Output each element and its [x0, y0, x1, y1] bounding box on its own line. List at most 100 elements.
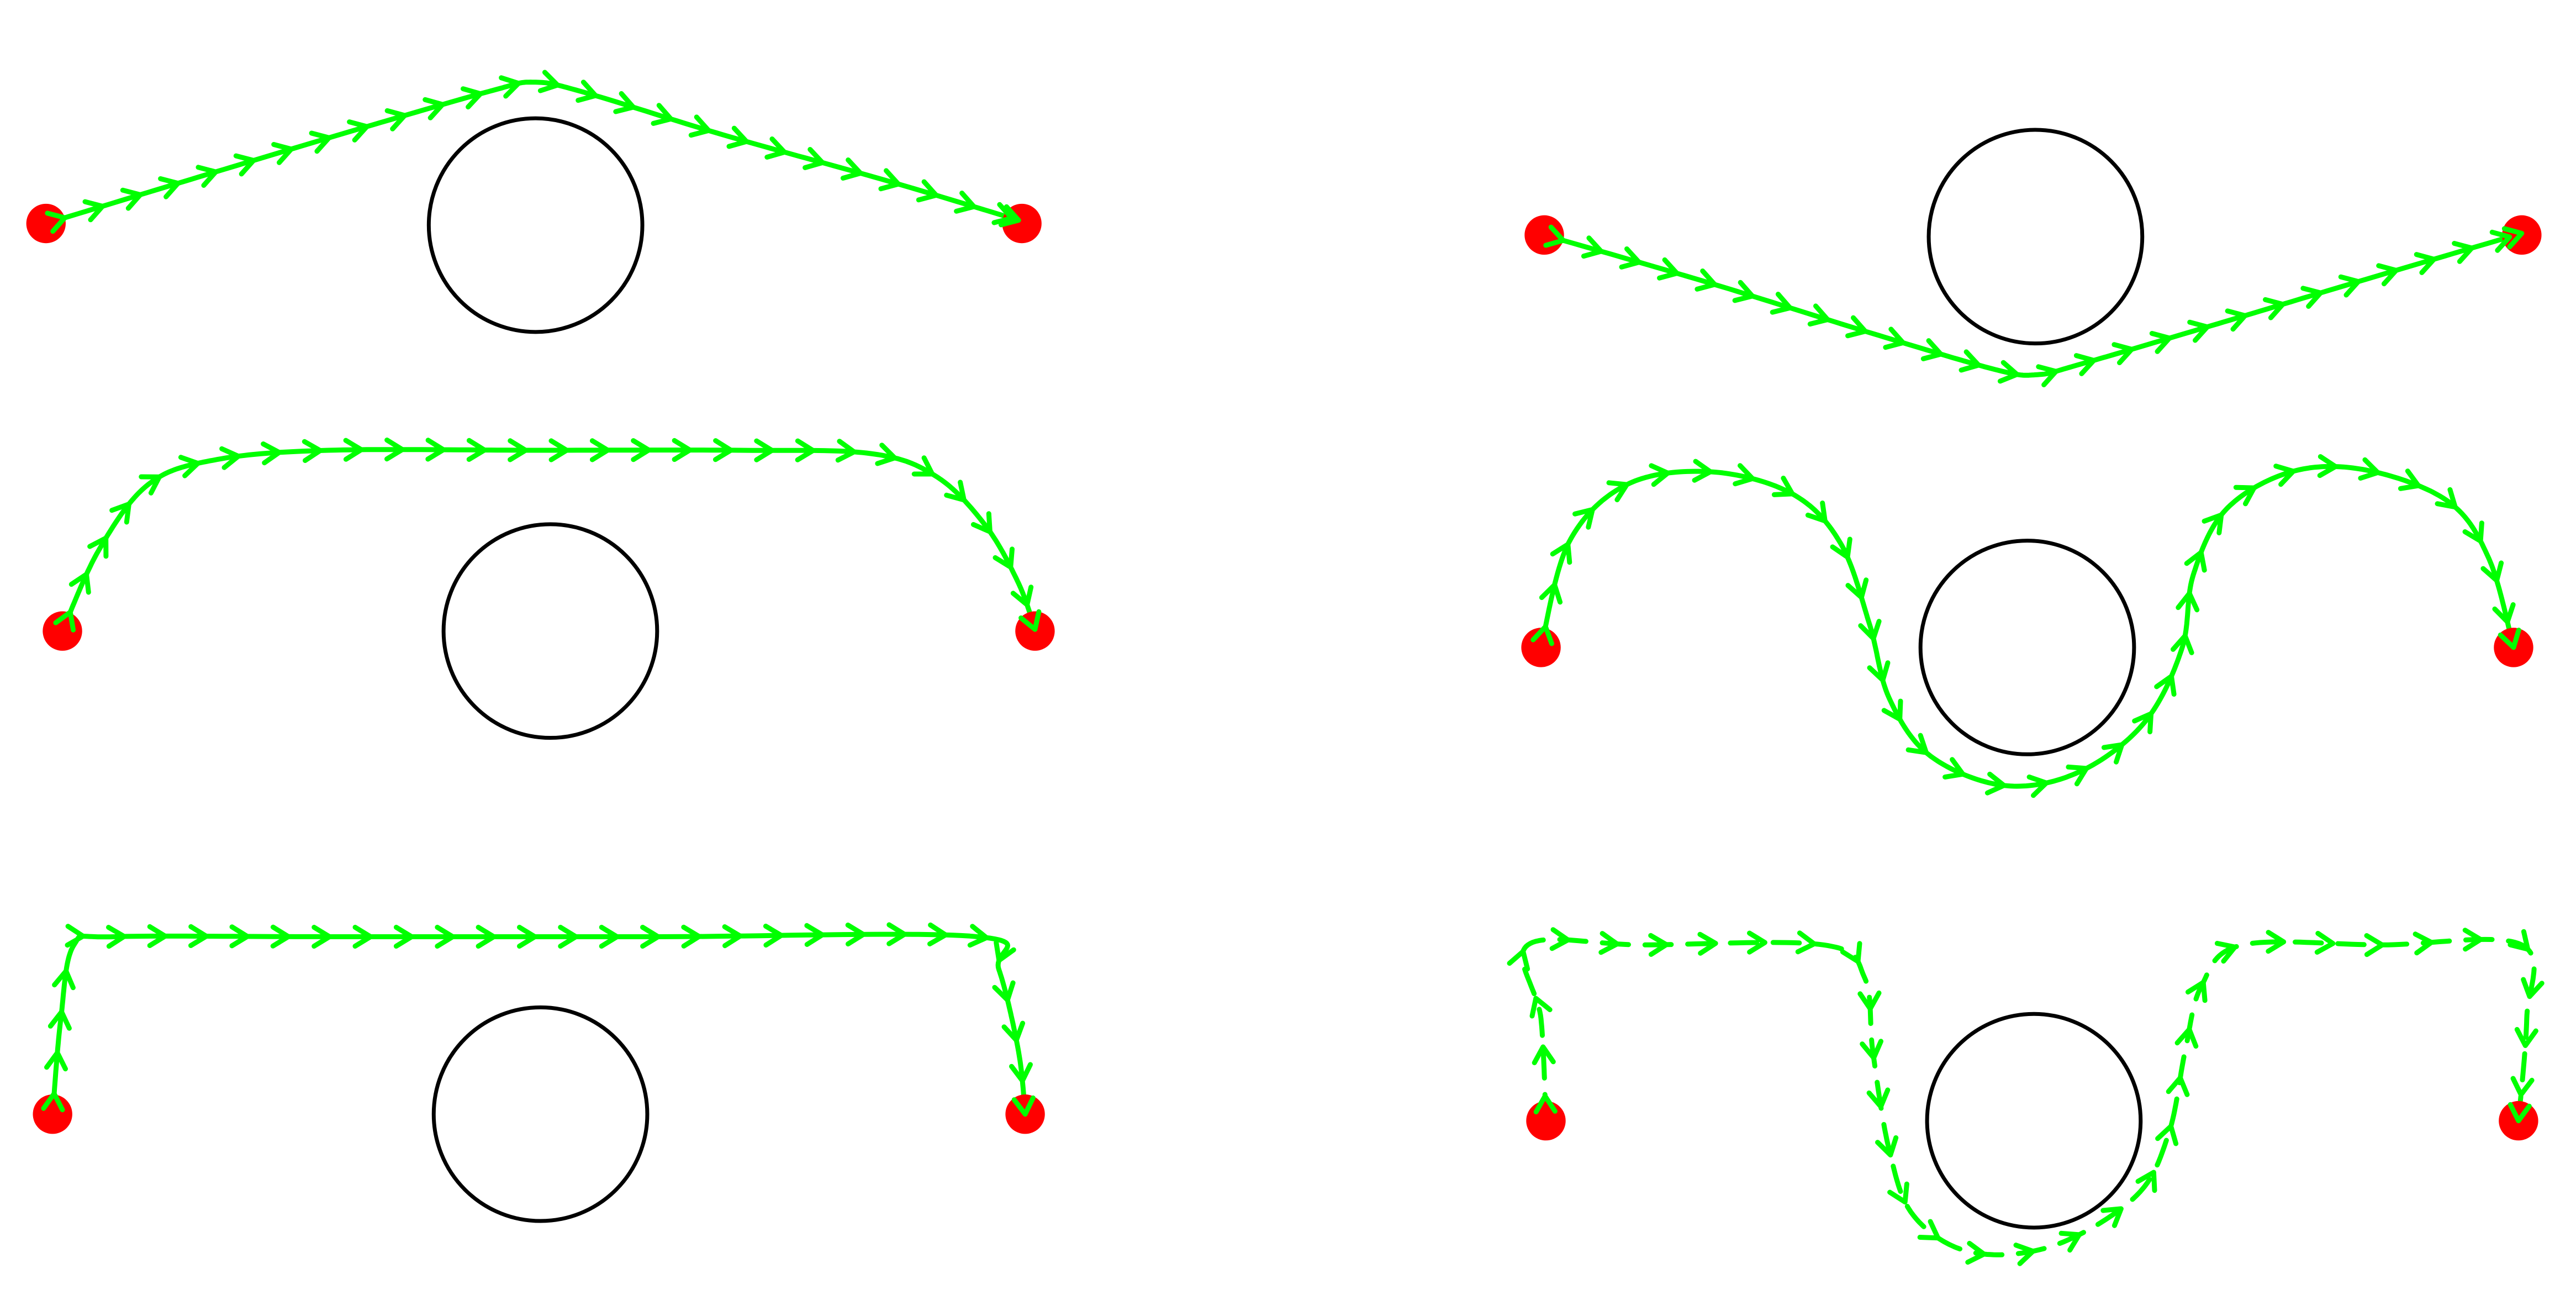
panel-top-left-arrowhead-20	[803, 147, 825, 170]
panel-middle-right-arrowhead-19	[2066, 764, 2089, 787]
panel-middle-right-obstacle-circle	[1918, 539, 2136, 756]
panel-middle-right-arrowhead-10	[1830, 536, 1852, 560]
panel-middle-left-arrowhead-1	[68, 572, 91, 595]
panel-top-left-arrowhead-5	[233, 153, 256, 177]
panel-top-right-arrowhead-1	[1581, 235, 1604, 259]
panel-bottom-left-arrowhead-2	[47, 1009, 72, 1031]
panel-middle-left-arrowhead-8	[302, 439, 323, 463]
panel-middle-left-arrowhead-15	[589, 438, 610, 462]
panel-middle-right-arrowhead-end	[2498, 628, 2521, 650]
panel-middle-left-arrowhead-23	[911, 455, 935, 477]
panel-middle-right-arrowhead-17	[1984, 771, 2007, 796]
panel-middle-right-arrowhead-3	[1572, 507, 1595, 530]
panel-bottom-left-arrowhead-11	[352, 924, 373, 949]
panel-top-right-arrowhead-20	[2300, 286, 2323, 309]
panel-middle-right-arrowhead-28	[2273, 464, 2296, 487]
panel-middle-right-arrowhead-27	[2233, 485, 2257, 507]
panel-bottom-right-arrowhead-19	[2058, 1230, 2082, 1253]
panel-bottom-left-start-point	[33, 1094, 72, 1134]
panel-bottom-left-arrowhead-4	[65, 924, 86, 948]
panel-top-left-arrowhead-15	[613, 91, 636, 114]
panel-middle-left-arrowhead-0	[53, 609, 76, 633]
panel-top-left-trajectory	[43, 80, 1021, 226]
panel-bottom-right-arrowhead-30	[2413, 931, 2434, 956]
panel-bottom-left-arrowhead-1	[44, 1050, 68, 1072]
panel-bottom-right-arrowhead-3	[1507, 949, 1530, 972]
panel-bottom-right-arrowhead-20	[2100, 1206, 2124, 1228]
panel-bottom-right-arrowhead-10	[1840, 941, 1862, 964]
panel-middle-left-arrowhead-18	[712, 438, 733, 462]
panel-middle-right-arrowhead-6	[1692, 459, 1713, 483]
panel-top-left-arrowhead-7	[309, 130, 332, 154]
panel-bottom-left-arrowhead-end	[1011, 1095, 1036, 1117]
panel-middle-right-arrowhead-12	[1858, 619, 1882, 641]
panel-top-right-arrowhead-6	[1770, 292, 1793, 315]
panel-bottom-right-arrowhead-end	[2508, 1102, 2532, 1124]
panel-middle-right-trajectory	[1538, 464, 2516, 789]
panel-middle-left-arrowhead-4	[139, 474, 162, 496]
panel-top-left-arrowhead-18	[726, 125, 749, 149]
panel-top-left-arrowhead-11	[461, 86, 483, 110]
panel-bottom-left-arrowhead-15	[517, 924, 537, 949]
panel-top-left-arrowhead-12	[499, 75, 521, 99]
panel-top-left-arrowhead-10	[423, 97, 445, 120]
panel-bottom-right-arrowhead-15	[1887, 1181, 1909, 1205]
panel-bottom-right-arrowhead-18	[2013, 1243, 2036, 1266]
panel-middle-left-arrowhead-3	[109, 502, 131, 525]
panel-middle-left-arrowhead-21	[835, 439, 857, 463]
panel-top-right-arrowhead-23	[2414, 252, 2437, 275]
panel-middle-left-arrowhead-5	[178, 455, 200, 478]
panel-middle-right-arrowhead-21	[2132, 711, 2154, 735]
paths-layer	[43, 80, 2537, 1257]
panel-middle-left-arrowhead-19	[754, 438, 775, 462]
panel-middle-left-arrowhead-14	[548, 438, 569, 462]
panel-bottom-right-arrowhead-17	[1965, 1241, 1987, 1265]
panel-bottom-left-arrowhead-19	[681, 924, 702, 949]
panel-top-left-arrowhead-25	[991, 202, 1015, 225]
obstacles-layer	[426, 116, 2145, 1230]
panel-middle-right-arrowhead-18	[2026, 774, 2049, 798]
panel-bottom-right-arrowhead-2	[1529, 996, 1553, 1019]
panel-bottom-left-arrowhead-12	[393, 924, 414, 949]
panel-top-left-arrowhead-2	[120, 187, 143, 211]
panel-bottom-right-arrowhead-27	[2266, 930, 2287, 954]
panel-bottom-left-arrowhead-22	[804, 923, 825, 947]
panel-bottom-right-start-point	[1526, 1101, 1566, 1141]
panel-top-right-arrowhead-22	[2376, 263, 2399, 287]
panel-bottom-right-arrowhead-21	[2135, 1170, 2157, 1193]
panel-bottom-left-arrowhead-10	[312, 924, 332, 949]
panel-middle-left-arrowhead-11	[425, 438, 446, 462]
panel-bottom-left-arrowhead-6	[147, 924, 168, 948]
panel-bottom-right-arrowhead-28	[2314, 930, 2336, 955]
panel-bottom-left-obstacle-circle	[431, 1005, 650, 1223]
panel-middle-right-arrowhead-20	[2101, 742, 2125, 765]
panel-top-right-arrowhead-19	[2263, 297, 2285, 320]
panel-bottom-right-arrowhead-12	[1860, 1039, 1883, 1061]
panel-top-left-arrowhead-end	[999, 204, 1021, 228]
panel-middle-right-arrowhead-32	[2435, 487, 2458, 510]
panel-top-right-arrowhead-2	[1619, 246, 1641, 270]
panel-top-left-arrowhead-23	[916, 179, 939, 203]
panel-bottom-left-arrowhead-21	[763, 923, 784, 948]
panel-middle-right-arrowhead-31	[2398, 468, 2421, 491]
panel-middle-right-arrowhead-23	[2171, 633, 2194, 655]
panel-top-right-arrowhead-13	[2036, 364, 2058, 387]
panel-bottom-left-trajectory	[50, 931, 1028, 1117]
panel-bottom-right-arrowhead-26	[2214, 941, 2237, 964]
panel-top-right-arrowhead-12	[1997, 360, 2020, 384]
panel-middle-left-arrowhead-12	[466, 438, 487, 462]
panel-top-left-arrowhead-13	[537, 70, 560, 93]
panel-bottom-right-arrowhead-32	[2508, 929, 2531, 952]
panel-middle-right-arrowhead-4	[1606, 480, 1629, 503]
panel-bottom-right-arrowhead-34	[2514, 1026, 2538, 1048]
panel-top-right-obstacle-circle	[1926, 128, 2145, 346]
panel-top-right-arrowhead-24	[2452, 241, 2474, 264]
panel-bottom-left-arrowhead-27	[994, 940, 1016, 963]
panel-top-left-obstacle-circle	[426, 116, 645, 334]
panel-top-right-arrowhead-8	[1845, 315, 1868, 339]
panel-bottom-left-arrowhead-20	[722, 924, 743, 949]
panel-bottom-left-arrowhead-18	[640, 924, 661, 949]
arrows-layer	[41, 70, 2545, 1266]
panel-middle-right-arrowhead-16	[1942, 757, 1966, 780]
